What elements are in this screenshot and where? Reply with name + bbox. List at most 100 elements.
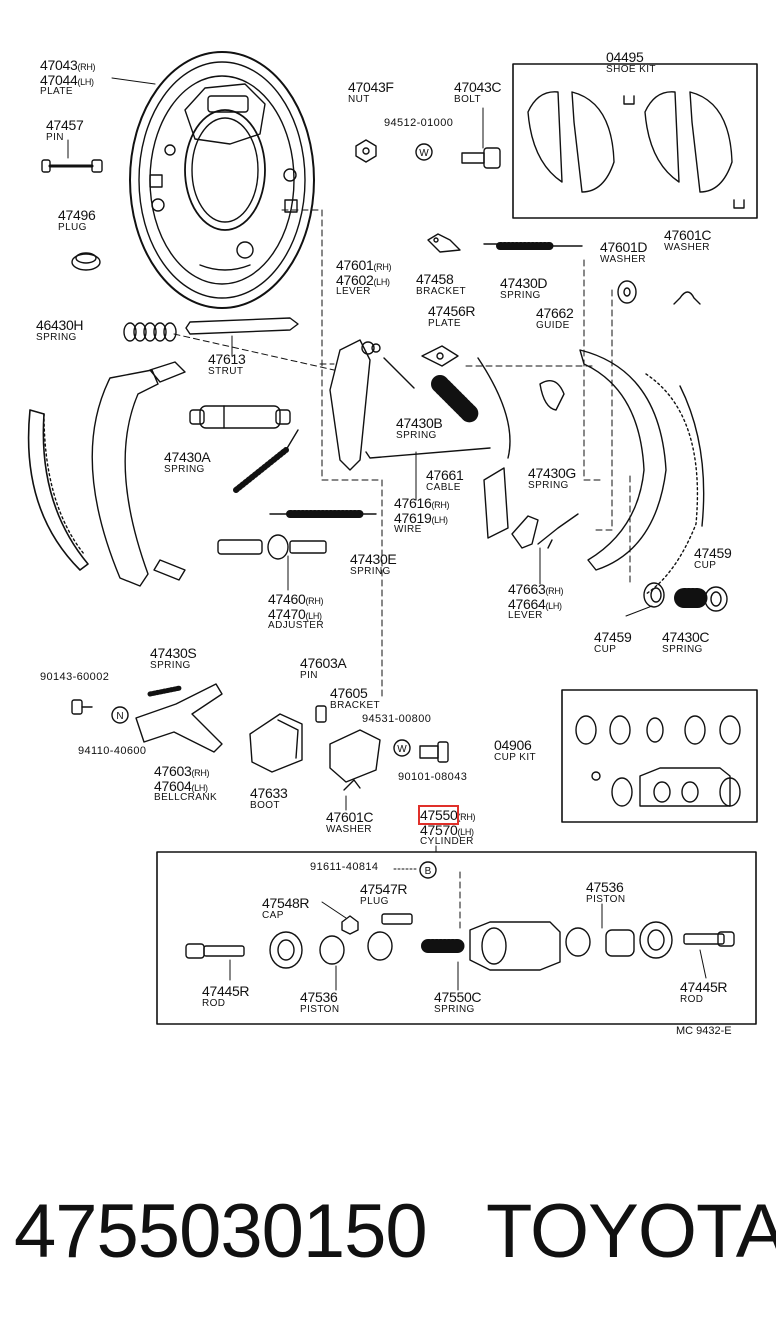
part-name: WASHER [600,253,646,265]
plug-icon [71,252,101,271]
part-number: 47536 [300,989,338,1005]
pin-icon [41,139,103,173]
label-washer-00800: 94531-00800 [362,713,431,726]
part-number: 47460 [268,591,306,607]
svg-text:W: W [419,148,429,159]
side-suffix: (RH) [373,262,392,272]
part-number: 47601C [326,809,374,825]
part-name: SPRING [662,643,703,655]
part-name: SPRING [36,331,77,343]
exploded-view-drawing: W [27,51,758,1025]
part-name: CAP [262,909,284,921]
part-name: CUP KIT [494,751,537,763]
brake-shoe-left-icon [27,361,186,587]
part-name: STRUT [208,365,244,377]
nut-icon [355,139,377,163]
part-name: PLUG [360,895,389,907]
part-name: PLUG [58,221,87,233]
washer-badge-icon: W [415,143,433,161]
part-number: 47605 [330,685,368,701]
label-lever-2: 47663(RH) 47664(LH) LEVER [508,582,564,622]
cable-icon [477,357,511,539]
part-name: SPRING [434,1003,475,1015]
part-name: PIN [300,669,318,681]
part-number: 04495 [606,49,644,65]
part-name: ADJUSTER [268,620,324,632]
part-number: 47601 [336,257,374,273]
part-number: 47430A [164,449,211,465]
part-name: CUP [594,643,617,655]
part-number: 47603 [154,763,192,779]
part-number: 46430H [36,317,84,333]
footer-part-number: 4755030150 [14,1189,428,1274]
part-number: 47430E [350,551,397,567]
label-bleeder: 91611-40814 [310,861,378,874]
footer: 4755030150 TOYOTA [14,1188,776,1298]
side-suffix: (RH) [191,768,210,778]
part-name: LEVER [508,610,543,622]
part-number: 47662 [536,305,574,321]
part-number: 47547R [360,881,408,897]
backing-plate-icon [129,51,315,309]
lever-icon [329,339,381,471]
part-number: 47043C [454,79,502,95]
part-number: 47445R [202,983,250,999]
part-number: 47550C [434,989,482,1005]
badge-b-icon: B [419,861,437,879]
part-number: 47430S [150,645,197,661]
part-name: NUT [348,93,370,105]
label-nut-40600: 94110-40600 [78,745,147,758]
part-number: 47661 [426,467,464,483]
part-name: LEVER [336,286,371,298]
part-number: 47536 [586,879,624,895]
part-number: 47459 [594,629,632,645]
side-suffix: (LH) [305,610,322,621]
part-number: 47430G [528,465,577,481]
part-name: ROD [680,993,704,1005]
part-number: 47445R [680,979,728,995]
part-name: GUIDE [536,319,570,331]
svg-text:B: B [425,866,432,877]
part-name: SPRING [164,463,205,475]
label-lever: 47601(RH) 47602(LH) LEVER [336,257,392,298]
part-name: BOOT [250,799,280,811]
part-number: 47430D [500,275,548,291]
part-name: BOLT [454,93,481,105]
part-number: 47613 [208,351,246,367]
cylinder-frame [156,851,757,1025]
side-suffix: (RH) [431,500,450,510]
part-number: 90143-60002 [40,671,110,683]
part-name: SPRING [350,565,391,577]
part-number: 47470 [268,605,306,622]
part-name: ROD [202,997,226,1009]
part-number: 47458 [416,271,454,287]
part-number: 94110-40600 [78,745,147,757]
part-number: 47602 [336,271,374,288]
side-suffix: (LH) [457,826,474,837]
part-name: PISTON [586,893,626,905]
part-number: 04906 [494,737,532,753]
bolt-small-icon [71,699,93,715]
side-suffix: (LH) [77,76,94,87]
